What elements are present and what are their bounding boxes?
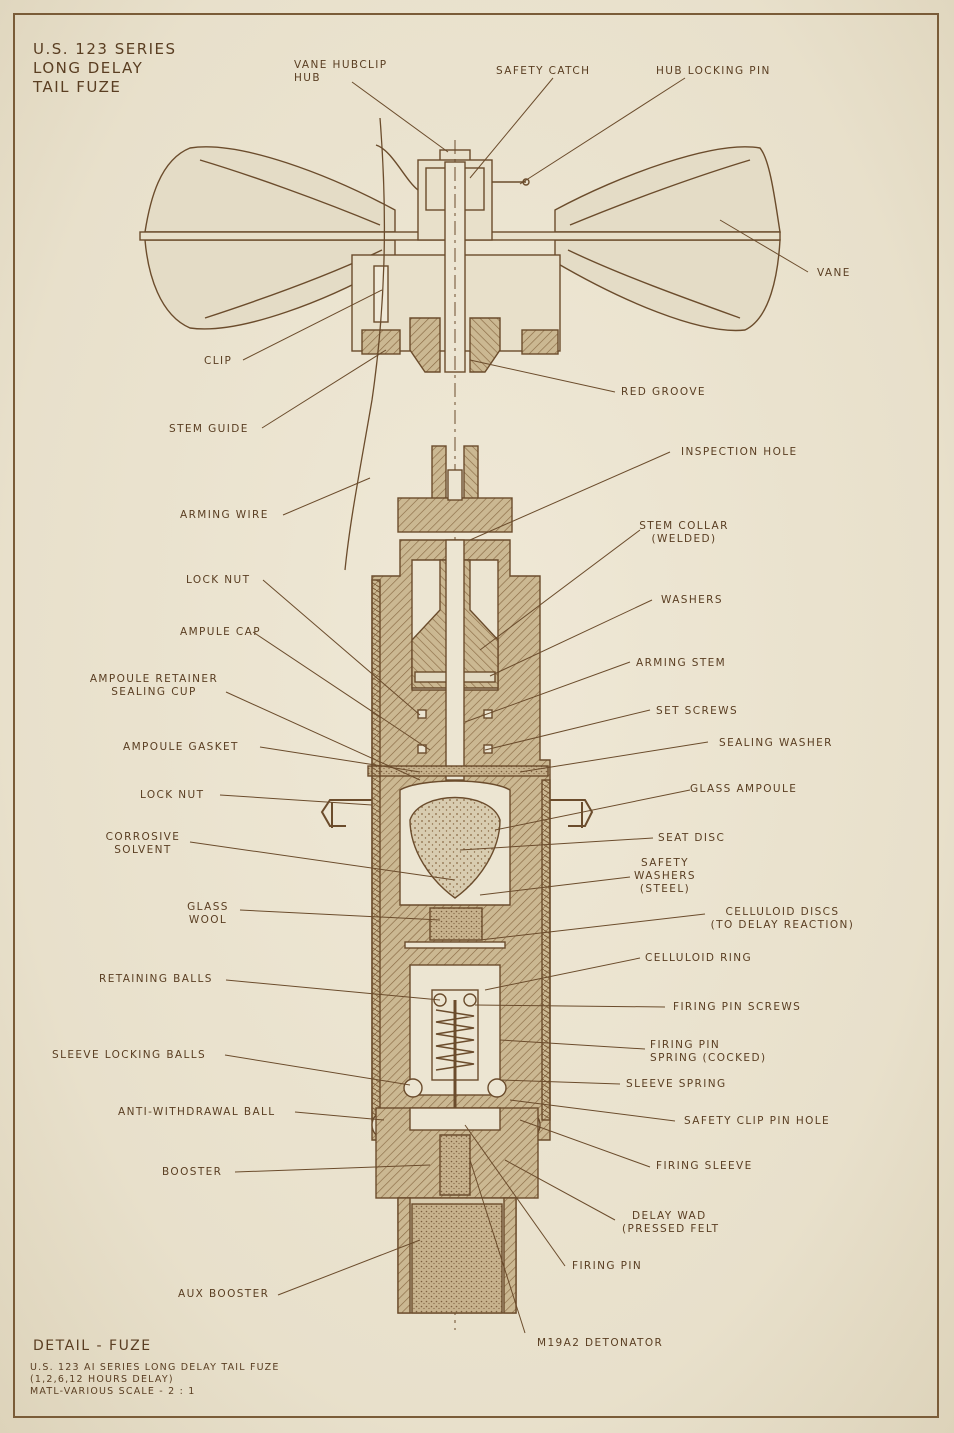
label-m19a2-detonator: M19A2 DETONATOR [537,1337,664,1349]
detail-line-1: U.S. 123 AI SERIES LONG DELAY TAIL FUZE [30,1362,280,1373]
label-celluloid-discs: CELLULOID DISCS (TO DELAY REACTION) [695,906,870,932]
label-set-screws: SET SCREWS [656,705,739,717]
label-ampule-cap: AMPULE CAP [180,626,261,638]
drawing-border [13,13,939,1418]
label-safety-washers-line3: (STEEL) [639,883,691,895]
label-safety-washers-line2: WASHERS [634,870,696,882]
label-washers: WASHERS [661,594,723,606]
aux-booster-section [397,1197,517,1314]
fuze-body [367,539,551,1141]
label-arming-wire: ARMING WIRE [180,509,269,521]
detail-heading: DETAIL - FUZE [33,1338,152,1354]
label-vane-hubclip-hub: VANE HUBCLIP HUB [294,59,388,85]
label-glass-wool-line1: GLASS [187,901,229,913]
label-lock-nut-upper: LOCK NUT [186,574,251,586]
label-arming-stem: ARMING STEM [636,657,727,669]
label-glass-ampoule: GLASS AMPOULE [690,783,798,795]
detail-line-3: MATL-VARIOUS SCALE - 2 : 1 [30,1386,196,1397]
label-corrosive-line1: CORROSIVE [105,831,181,843]
label-lock-nut-lower: LOCK NUT [140,789,205,801]
detail-notes: U.S. 123 AI SERIES LONG DELAY TAIL FUZE … [30,1362,280,1398]
label-retaining-balls: RETAINING BALLS [99,973,213,985]
label-stem-collar-line2: (WELDED) [651,533,717,545]
label-corrosive-solvent: CORROSIVE SOLVENT [98,831,188,857]
title-line-3: TAIL FUZE [33,78,122,96]
label-glass-wool: GLASS WOOL [176,901,240,927]
label-ampoule-retainer-line1: AMPOULE RETAINER [89,673,219,685]
label-sleeve-spring: SLEEVE SPRING [626,1078,727,1090]
label-seat-disc: SEAT DISC [658,832,726,844]
label-ampoule-retainer: AMPOULE RETAINER SEALING CUP [84,673,224,699]
stem-guide [397,445,513,533]
label-ampoule-retainer-line2: SEALING CUP [111,686,197,698]
label-delay-wad: DELAY WAD (PRESSED FELT [622,1210,719,1236]
label-sleeve-locking-balls: SLEEVE LOCKING BALLS [52,1049,207,1061]
drawing-title: U.S. 123 SERIES LONG DELAY TAIL FUZE [33,40,177,97]
label-firing-pin-screws: FIRING PIN SCREWS [673,1001,802,1013]
title-line-1: U.S. 123 SERIES [33,40,177,58]
booster-section [375,1107,539,1199]
label-celluloid-discs-line2: (TO DELAY REACTION) [710,919,855,931]
label-vane-hubclip-line1: VANE HUBCLIP [294,59,388,71]
label-celluloid-discs-line1: CELLULOID DISCS [725,906,840,918]
label-stem-collar-line1: STEM COLLAR [639,520,729,532]
label-inspection-hole: INSPECTION HOLE [681,446,798,458]
leader-lines [189,77,809,1334]
label-safety-catch: SAFETY CATCH [496,65,591,77]
label-delay-wad-line2: (PRESSED FELT [622,1223,720,1235]
label-aux-booster: AUX BOOSTER [178,1288,270,1300]
label-firing-pin-spring-line2: SPRING (COCKED) [650,1052,767,1064]
label-corrosive-line2: SOLVENT [114,844,172,856]
label-vane-hubclip-line2: HUB [294,72,321,84]
label-ampoule-gasket: AMPOULE GASKET [123,741,239,753]
label-firing-pin-spring-line1: FIRING PIN [650,1039,721,1051]
label-hub-locking-pin: HUB LOCKING PIN [656,65,771,77]
label-red-groove: RED GROOVE [621,386,706,398]
label-safety-washers-line1: SAFETY [641,857,689,869]
label-firing-sleeve: FIRING SLEEVE [656,1160,753,1172]
label-stem-guide: STEM GUIDE [169,423,249,435]
label-firing-pin-spring: FIRING PIN SPRING (COCKED) [640,1039,785,1065]
detail-line-2: (1,2,6,12 HOURS DELAY) [30,1374,174,1385]
label-clip: CLIP [204,355,233,367]
label-safety-washers: SAFETY WASHERS (STEEL) [620,857,710,896]
vane-assembly [139,146,781,332]
label-glass-wool-line2: WOOL [188,914,228,926]
label-booster: BOOSTER [162,1166,223,1178]
label-celluloid-ring: CELLULOID RING [645,952,753,964]
label-firing-pin: FIRING PIN [572,1260,643,1272]
label-stem-collar: STEM COLLAR (WELDED) [634,520,734,546]
label-anti-withdrawal-ball: ANTI-WITHDRAWAL BALL [118,1106,276,1118]
label-delay-wad-line1: DELAY WAD [632,1210,707,1222]
title-line-2: LONG DELAY [33,59,144,77]
label-safety-clip-pin-hole: SAFETY CLIP PIN HOLE [684,1115,831,1127]
label-vane: VANE [817,267,851,279]
label-sealing-washer: SEALING WASHER [719,737,833,749]
